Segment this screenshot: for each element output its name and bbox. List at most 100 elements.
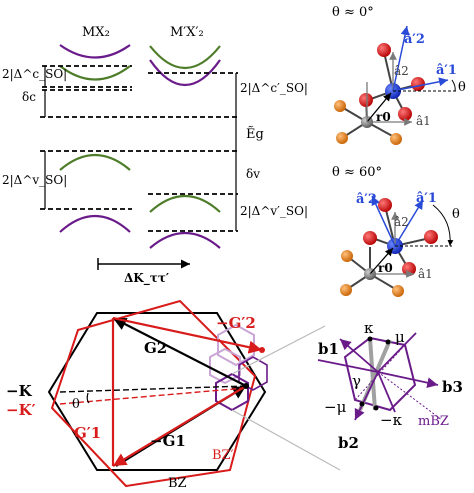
mbz-label: mBZ [418, 414, 449, 429]
k-line [59, 385, 246, 393]
zoom-connector [231, 325, 326, 375]
b2-label: b2 [338, 434, 359, 452]
theta-label-0: θ [458, 80, 466, 95]
lattice-theta-0: θ ≈ 0° â′2 â2 â′1 θ [332, 5, 466, 145]
delta-k-label: ΔK_ττ′ [124, 271, 169, 286]
g2-prime-label: −G′2 [216, 314, 256, 332]
a2-label: â2 [394, 215, 409, 229]
minus-mu-label: −μ [324, 398, 347, 416]
theta-label-bz: θ [72, 397, 80, 412]
a2-prime-vector [371, 195, 396, 247]
bz-prime-hexagon [50, 299, 257, 488]
material-right-label: M′X′₂ [170, 25, 204, 40]
g1-prime-label: G′1 [74, 424, 101, 442]
mu-point [385, 339, 391, 345]
a2-prime-label: â′2 [356, 192, 377, 207]
b3-back [317, 359, 379, 373]
lattice-theta-60: θ ≈ 60° â′2 â′1 â2 θ r0 â1 [332, 165, 460, 297]
material-left-label: MX₂ [82, 25, 110, 40]
k-prime-line [59, 387, 246, 405]
mbz-guide [377, 371, 443, 421]
a1-prime-vector [394, 199, 424, 247]
theta-label-60: θ [452, 207, 460, 222]
b2-vector [354, 371, 379, 421]
point-center [243, 383, 249, 389]
b2-back [377, 332, 417, 373]
lattice-60-title: θ ≈ 60° [332, 165, 382, 180]
band-panel: MX₂ M′X′₂ 2|Δ^c_SO| [2, 25, 308, 286]
atom-orange [334, 100, 346, 112]
r0-vector [369, 247, 394, 275]
r0-label: r0 [376, 110, 391, 124]
a2-label: â2 [394, 64, 409, 78]
minus-k-label: −K [6, 382, 33, 400]
vb-right-lower [149, 231, 221, 249]
minus-g1-label: −G1 [150, 432, 186, 450]
atom-orange [341, 250, 353, 262]
atom-orange [392, 285, 404, 297]
theta-arc-60 [432, 204, 454, 247]
atom-red [398, 107, 412, 121]
g2-vector [112, 317, 247, 387]
atom-red [424, 230, 438, 244]
mbz-panel: b1 κ μ γ b3 mBZ −μ −κ b2 [317, 319, 463, 452]
mini-hex-light [209, 347, 241, 385]
vb-left-lower [59, 214, 131, 233]
cb-left-upper [59, 44, 131, 59]
r0-vector [366, 92, 392, 123]
r0-label: r0 [378, 261, 393, 275]
atom-orange [336, 132, 348, 144]
b1-vector [339, 338, 379, 373]
lattice-0-title: θ ≈ 0° [332, 5, 374, 20]
atom-orange [390, 133, 402, 145]
band-reference-lines [40, 65, 238, 232]
delta-so-v-prime-label: 2|Δ^v′_SO| [240, 204, 308, 218]
b3-label: b3 [442, 378, 463, 396]
a1-prime-label: â′1 [416, 191, 437, 206]
bz-label: BZ [168, 476, 187, 491]
bz-hexagon [47, 312, 267, 471]
delta-so-c-prime-label: 2|Δ^c′_SO| [240, 81, 308, 95]
kappa-point [367, 336, 373, 342]
atom-red [363, 231, 377, 245]
theta-arc-0 [451, 79, 456, 92]
atom-red [359, 93, 373, 107]
minus-kappa-label: −κ [380, 411, 403, 429]
delta-so-c-label: 2|Δ^c_SO| [2, 67, 67, 81]
delta-c-label: δc [22, 90, 36, 104]
b3-vector [377, 371, 439, 388]
minus-k-prime-label: −K′ [6, 401, 36, 419]
g1-prime-vector [112, 385, 247, 467]
a2-prime-label: â′2 [404, 32, 425, 47]
b1-back [377, 371, 396, 413]
k-path [368, 337, 377, 411]
bz-panel: −G′2 G2 −K −K′ θ G′1 −G1 BZ′ BZ [6, 299, 268, 491]
minus-kappa-point [373, 405, 379, 411]
zoom-connector [231, 409, 341, 471]
atom-red [411, 77, 425, 91]
mini-hex-light [217, 323, 255, 367]
a1-label: â1 [416, 114, 431, 128]
atom-red [377, 43, 391, 57]
kappa-label: κ [364, 319, 374, 337]
gap-label: Ẽg [246, 126, 264, 142]
vb-left-upper [59, 153, 131, 171]
minus-mu-point [359, 401, 365, 407]
cb-left-lower [59, 65, 131, 81]
theta-arc-bz [86, 392, 90, 404]
a1-prime-label: â′1 [436, 63, 457, 78]
cb-right-lower [149, 59, 221, 86]
a2-prime-vector [392, 25, 410, 92]
a1-prime-vector [392, 77, 449, 92]
delta-v-label: δv [246, 167, 260, 181]
mu-label: μ [395, 328, 405, 346]
cb-right-upper [149, 45, 221, 70]
atom-red [378, 198, 392, 212]
a1-label: â1 [418, 267, 433, 281]
vb-right-upper [149, 194, 221, 213]
g2-prime-vector [112, 316, 263, 354]
b1-label: b1 [318, 340, 339, 358]
bz-prime-label: BZ′ [212, 448, 234, 463]
delta-so-v-label: 2|Δ^v_SO| [2, 173, 67, 187]
